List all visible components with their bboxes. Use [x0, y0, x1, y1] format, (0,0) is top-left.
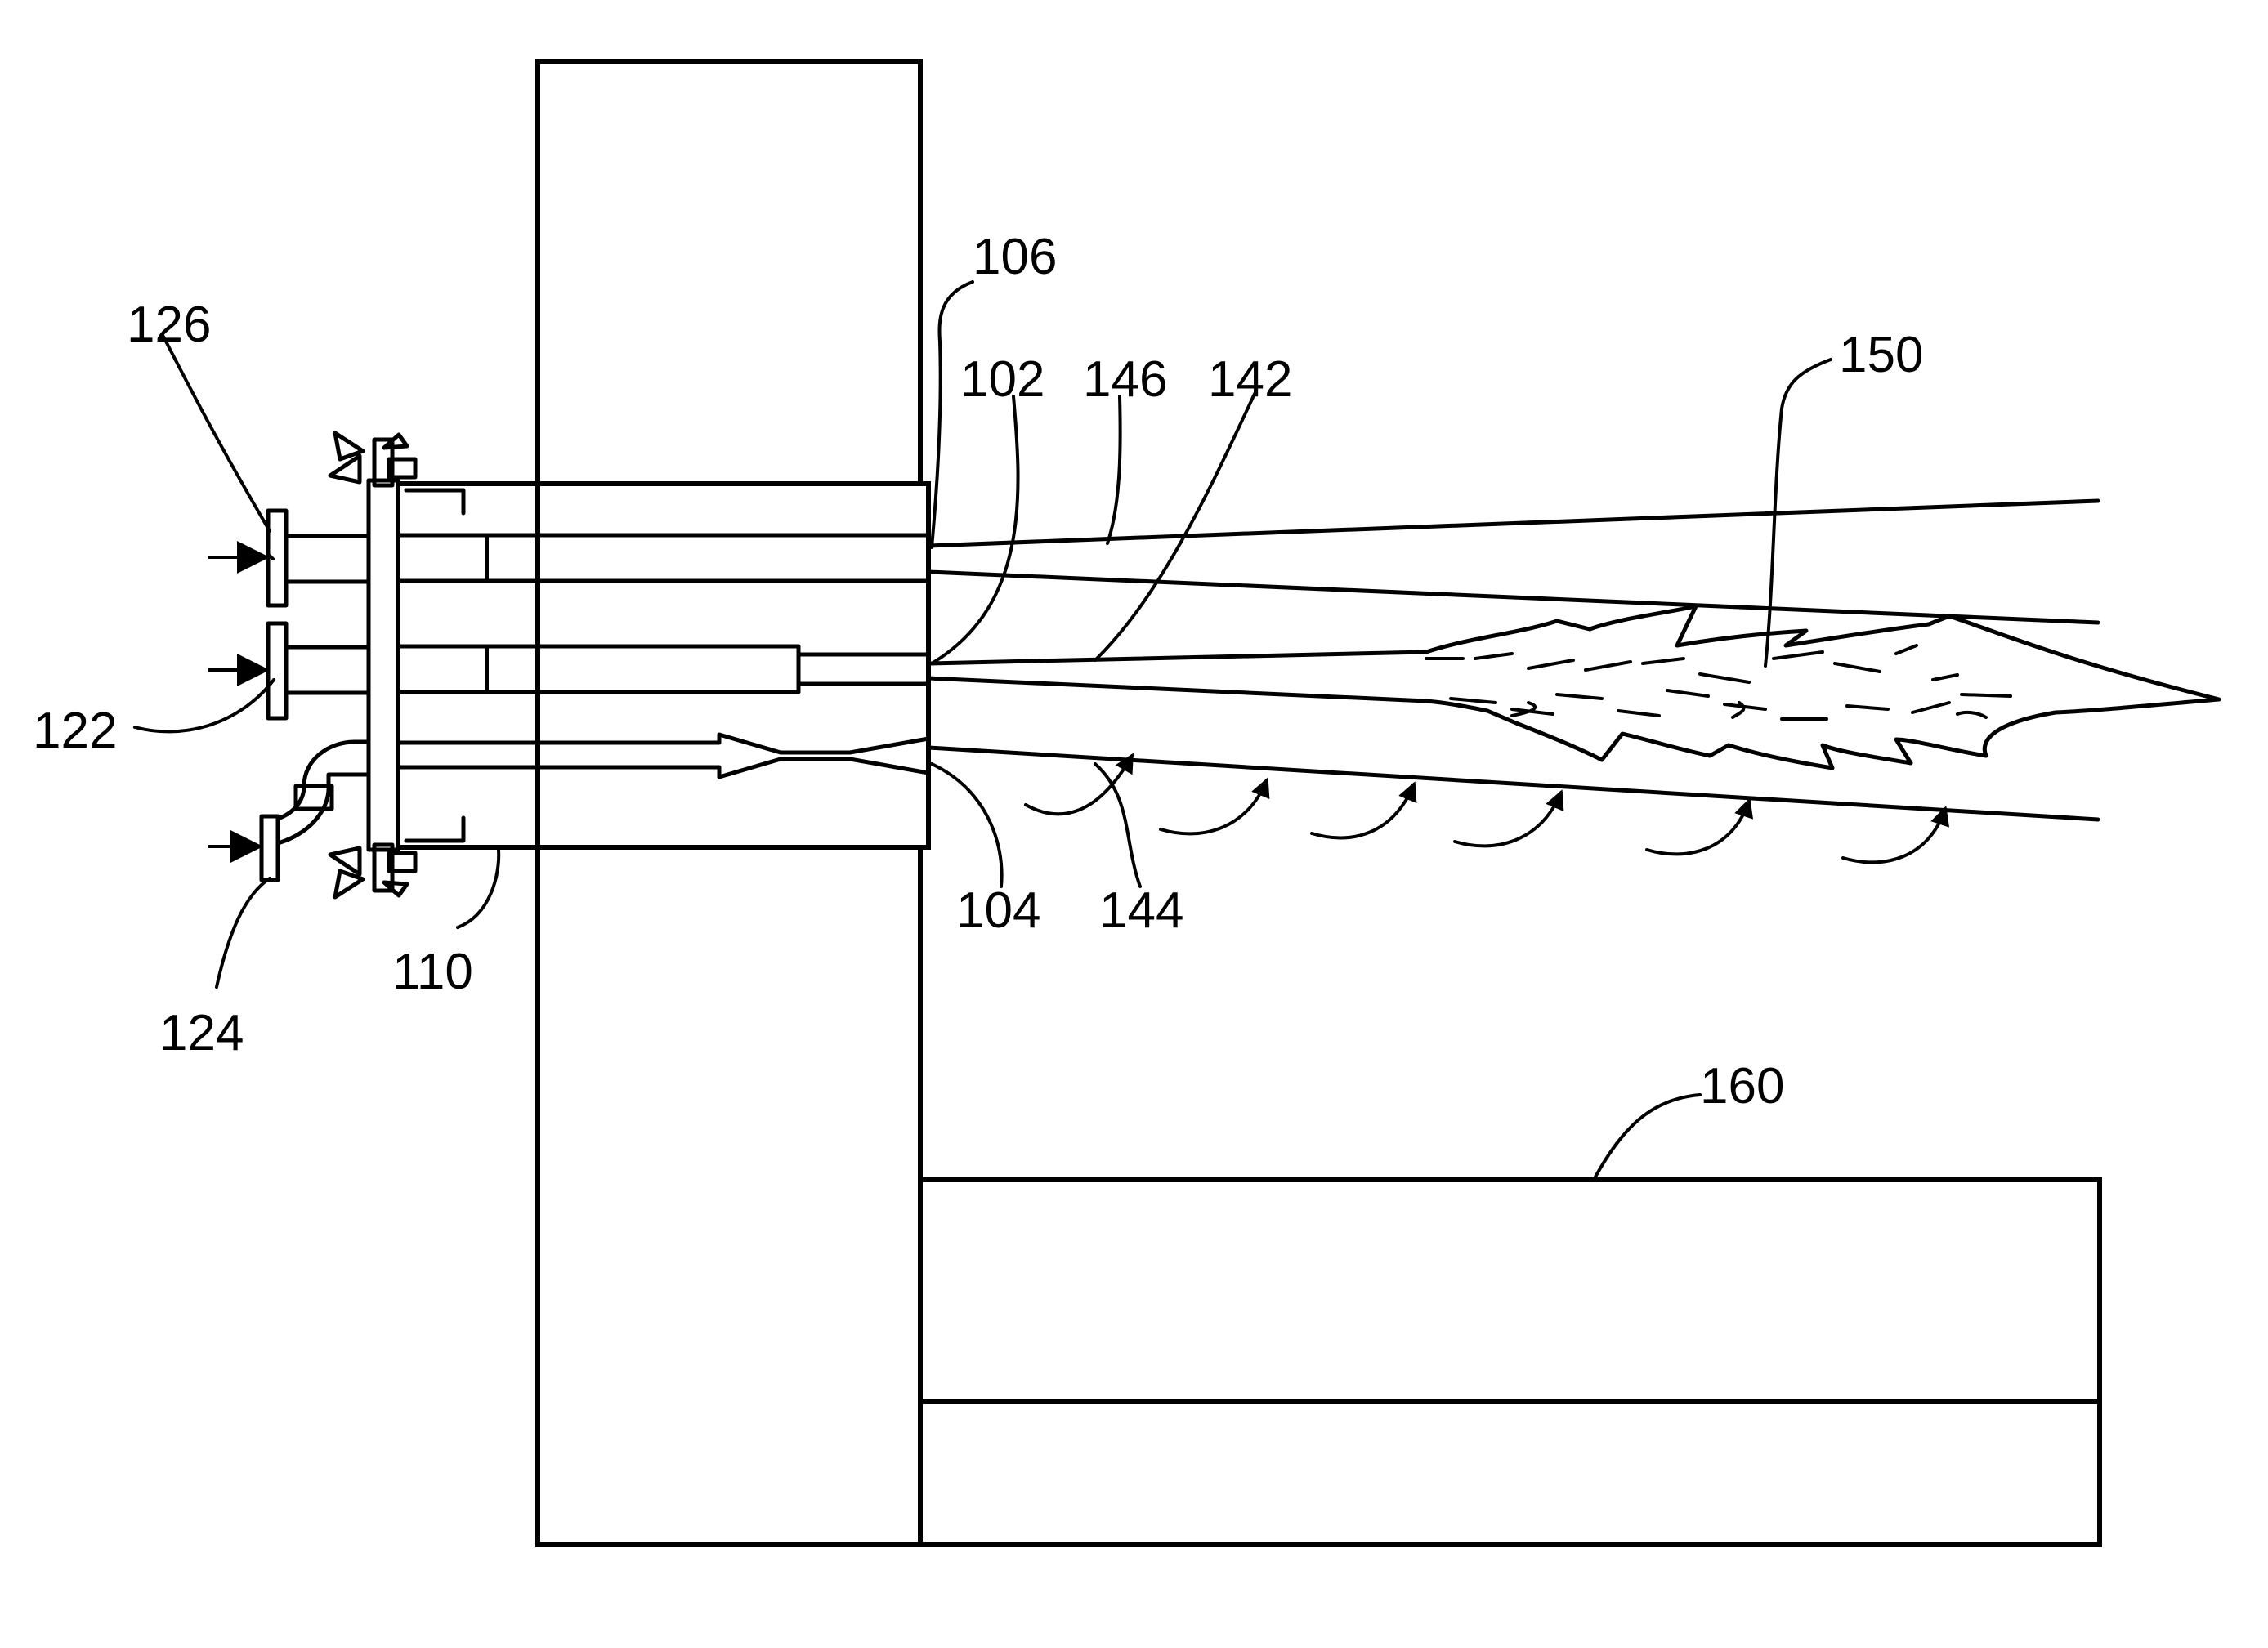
wing-nut-top	[330, 433, 415, 485]
leader-110	[458, 850, 499, 927]
label-144: 144	[1099, 882, 1183, 939]
label-104: 104	[956, 882, 1040, 939]
reference-labels: 126 122 124 110 106 102 146 142 150 104 …	[33, 229, 1923, 1114]
leader-126	[163, 337, 270, 531]
label-124: 124	[159, 1005, 244, 1061]
label-126: 126	[127, 297, 211, 353]
leader-144	[1095, 764, 1140, 887]
leader-lines	[135, 282, 1831, 1180]
leader-104	[932, 764, 1002, 887]
furnace-wall	[538, 61, 920, 1544]
furnace-floor	[920, 1180, 2100, 1544]
label-142: 142	[1208, 351, 1292, 408]
inlet-122	[209, 623, 369, 718]
leader-106	[932, 282, 973, 547]
entrainment-arrows	[1026, 756, 1945, 862]
inlet-124	[209, 742, 369, 880]
label-160: 160	[1700, 1058, 1784, 1114]
leader-146	[1107, 396, 1121, 543]
label-150: 150	[1839, 327, 1923, 383]
leader-122	[135, 680, 274, 731]
label-110: 110	[392, 944, 473, 1000]
flame-150	[1426, 606, 2219, 768]
leader-160	[1594, 1095, 1700, 1180]
wing-nut-bottom	[330, 845, 415, 897]
burner-block	[398, 484, 928, 847]
label-122: 122	[33, 703, 117, 759]
inlet-126	[209, 511, 369, 605]
label-146: 146	[1083, 351, 1167, 408]
leader-124	[217, 878, 270, 987]
label-102: 102	[960, 351, 1045, 408]
label-106: 106	[973, 229, 1057, 285]
leader-102	[932, 396, 1018, 663]
mounting-plate	[330, 433, 415, 897]
